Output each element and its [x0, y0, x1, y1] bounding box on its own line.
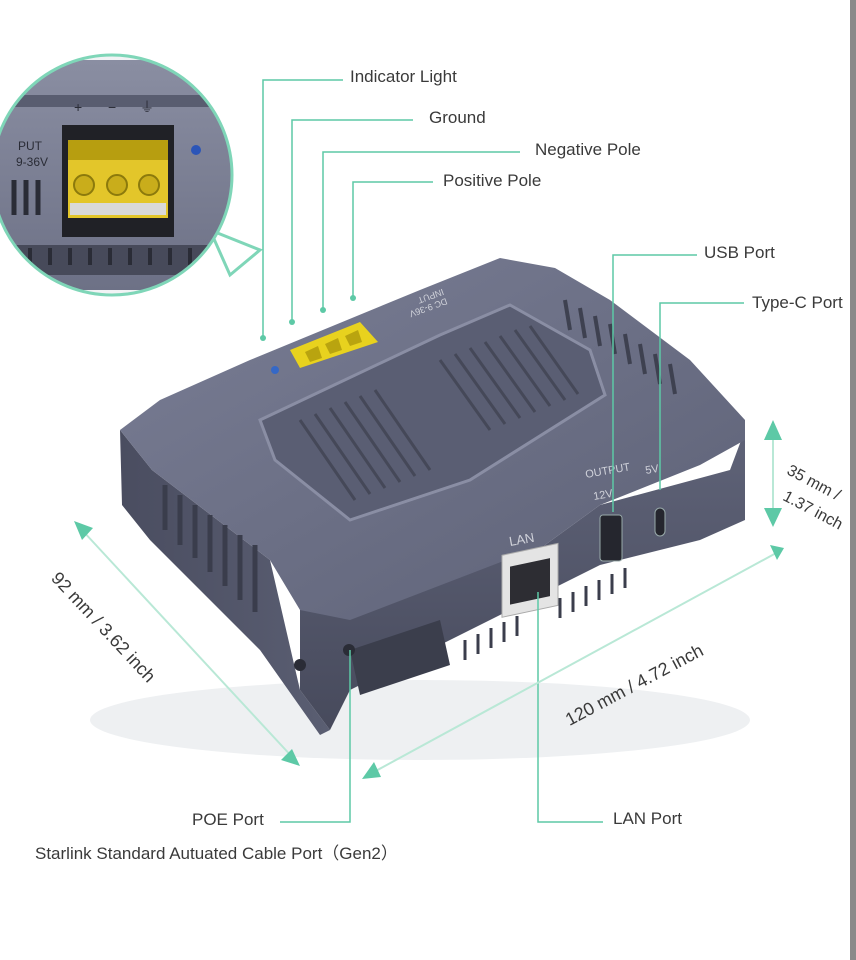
lan-port-jack [510, 558, 550, 605]
depth-arrow-line [81, 529, 296, 761]
label-indicator-light: Indicator Light [350, 67, 457, 86]
leader-negative-pole [322, 151, 520, 310]
leader-lan-port [537, 592, 603, 823]
width-arrow-head-right [770, 545, 784, 560]
width-arrow-head-left [362, 762, 381, 779]
inset-range-text: 9-36V [16, 155, 48, 169]
dimension-arrows [74, 420, 784, 779]
v12-marking: 12V [592, 488, 614, 503]
side-vents-left [162, 485, 258, 612]
leader-lines [262, 79, 744, 823]
label-lan-port: LAN Port [613, 809, 682, 828]
svg-text:⏚: ⏚ [140, 99, 154, 115]
height-arrow-head-top [764, 420, 782, 440]
inset-detail: + − ⏚ PUT 9-36V [0, 60, 232, 290]
inset-circle-border [0, 53, 234, 297]
v5-marking: 5V [644, 463, 660, 477]
heatsink-fins [298, 325, 580, 501]
heatsink-panel [260, 305, 605, 520]
inset-pointer [207, 227, 263, 278]
poe-port-recess [350, 620, 450, 695]
heatsink-panel-border [258, 303, 607, 522]
label-usb-port: USB Port [704, 243, 775, 262]
depth-arrow-head-top [74, 521, 93, 540]
page-edge-bar [850, 0, 856, 960]
inset-put-text: PUT [18, 139, 43, 153]
label-type-c-port: Type-C Port [752, 293, 843, 312]
height-arrow-head-bottom [764, 508, 782, 527]
indicator-light-dot [271, 366, 279, 374]
leader-usb-port [612, 254, 697, 512]
svg-text:−: − [108, 99, 116, 115]
leader-positive-pole [352, 181, 433, 298]
lan-marking: LAN [508, 530, 536, 549]
leader-poe-port [280, 650, 351, 823]
terminal-screws [305, 330, 362, 362]
screw-hole [294, 659, 306, 671]
svg-text:+: + [74, 99, 82, 115]
label-positive-pole: Positive Pole [443, 171, 542, 190]
label-negative-pole: Negative Pole [535, 140, 641, 159]
label-cable-port: Starlink Standard Autuated Cable Port（Ge… [35, 844, 398, 863]
width-arrow-line [371, 551, 779, 774]
leader-ground [291, 119, 413, 322]
device-shadow [90, 680, 750, 760]
poe-port-dot [343, 644, 355, 656]
front-vents [463, 568, 627, 660]
usb-port-slot [599, 514, 623, 562]
leader-dots [260, 295, 356, 341]
label-ground: Ground [429, 108, 486, 127]
leader-indicator-light [262, 79, 343, 338]
leader-type-c-port [659, 302, 744, 490]
depth-arrow-head-bottom [281, 749, 300, 766]
type-c-port-slot [654, 507, 666, 537]
label-poe-port: POE Port [192, 810, 264, 829]
